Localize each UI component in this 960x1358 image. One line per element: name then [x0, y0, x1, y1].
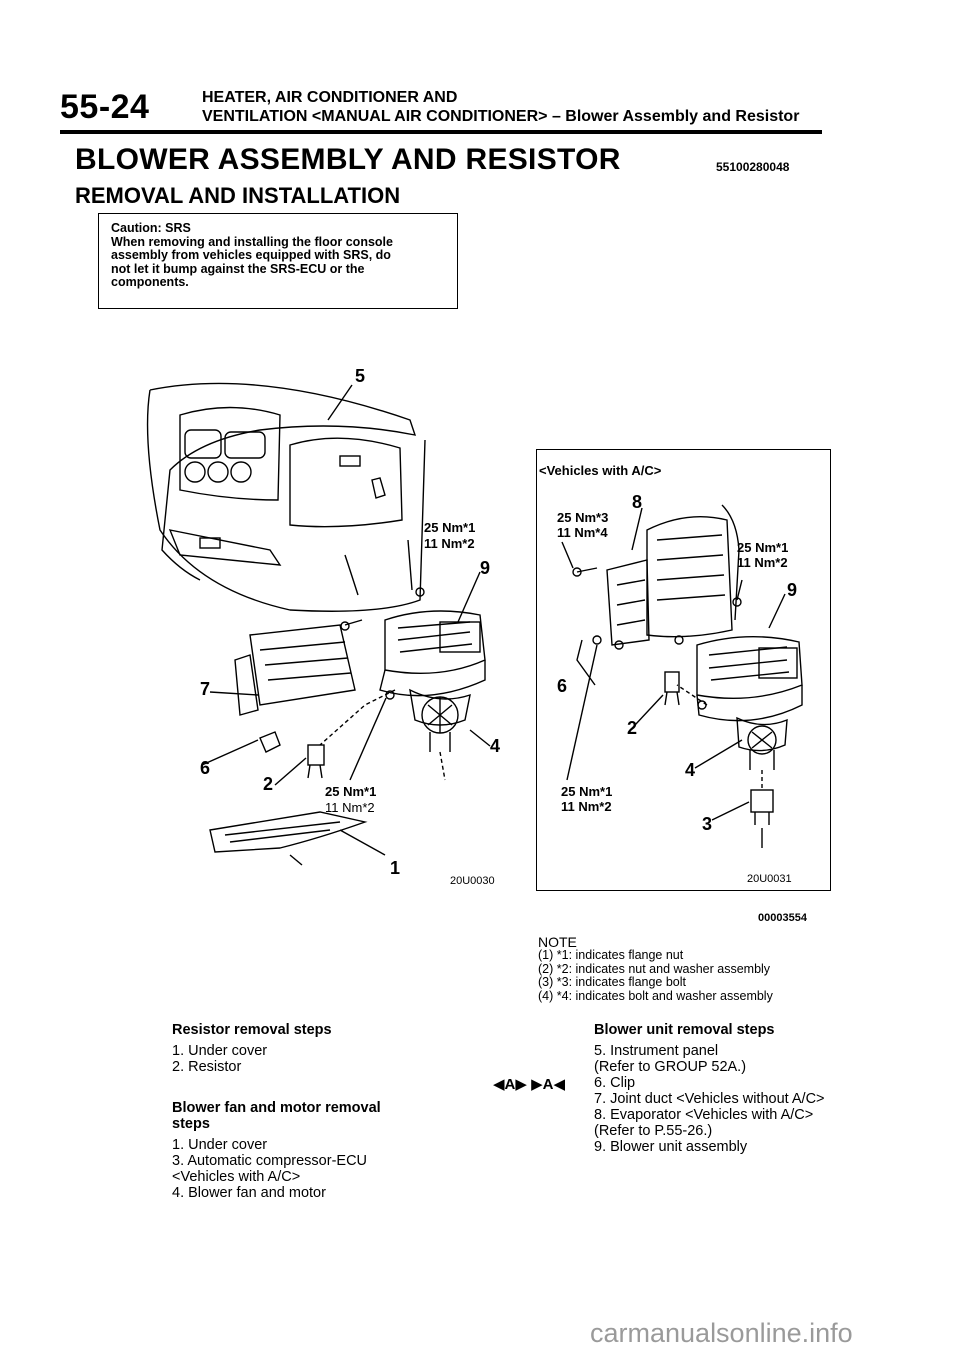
torque-label: 25 Nm*1: [424, 520, 475, 535]
blower-fan-removal-steps: Blower fan and motor removal steps 1. Un…: [172, 1100, 381, 1201]
callout-label: 9: [480, 558, 490, 578]
step-item: (Refer to P.55-26.): [594, 1123, 713, 1139]
caution-box: Caution: SRS When removing and installin…: [98, 213, 458, 309]
step-item: 1. Under cover: [172, 1043, 268, 1059]
callout-label: 5: [355, 366, 365, 386]
step-item: 4. Blower fan and motor: [172, 1185, 326, 1201]
step-item: 2. Resistor: [172, 1059, 242, 1075]
torque-label: 25 Nm*3: [557, 510, 608, 525]
note-item: (3) *3: indicates flange bolt: [538, 975, 687, 990]
note-item: (1) *1: indicates flange nut: [538, 948, 684, 963]
service-point-marker: ◀A▶ ▶A◀: [493, 1076, 565, 1093]
caution-line: Caution: SRS: [111, 221, 191, 235]
step-item: 1. Under cover: [172, 1137, 268, 1153]
callout-label: 7: [200, 679, 210, 699]
callout-label: 6: [557, 676, 567, 696]
step-item: 8. Evaporator <Vehicles with A/C>: [594, 1107, 814, 1123]
page-number: 55-24: [60, 88, 150, 126]
note-item: (2) *2: indicates nut and washer assembl…: [538, 961, 771, 976]
torque-label: 11 Nm*2: [737, 555, 788, 570]
caution-line: components.: [111, 275, 189, 289]
steps-heading: Blower fan and motor removal: [172, 1100, 381, 1116]
callout-label: 2: [263, 774, 273, 794]
step-item: <Vehicles with A/C>: [172, 1169, 301, 1185]
caution-line: not let it bump against the SRS-ECU or t…: [111, 261, 365, 276]
torque-label: 11 Nm*2: [561, 799, 612, 814]
step-item: 3. Automatic compressor-ECU: [172, 1153, 368, 1169]
steps-heading: steps: [172, 1116, 210, 1132]
figure-ref: 00003554: [758, 912, 807, 924]
step-item: 5. Instrument panel: [594, 1043, 719, 1059]
caution-line: assembly from vehicles equipped with SRS…: [111, 248, 391, 262]
document-id: 55100280048: [716, 160, 790, 174]
torque-label: 11 Nm*2: [424, 536, 475, 551]
header-rule: [60, 130, 822, 134]
diagram-ref: 20U0030: [450, 875, 495, 887]
resistor-removal-steps: Resistor removal steps 1. Under cover 2.…: [172, 1022, 332, 1075]
steps-heading: Blower unit removal steps: [594, 1022, 775, 1038]
step-item: (Refer to GROUP 52A.): [594, 1059, 747, 1075]
torque-label: 25 Nm*1: [737, 540, 788, 555]
header-line-2: VENTILATION <MANUAL AIR CONDITIONER> – B…: [202, 108, 800, 125]
header-line-1: HEATER, AIR CONDITIONER AND: [202, 89, 458, 106]
right-diagram-heading: <Vehicles with A/C>: [539, 463, 662, 478]
note-block: NOTE (1) *1: indicates flange nut (2) *2…: [538, 934, 773, 1003]
section-subtitle: REMOVAL AND INSTALLATION: [75, 183, 401, 208]
page-title: BLOWER ASSEMBLY AND RESISTOR: [75, 143, 621, 176]
caution-line: When removing and installing the floor c…: [111, 234, 393, 249]
right-exploded-diagram: <Vehicles with A/C> 8 9 6 2 4 3 25 Nm*3 …: [539, 463, 803, 885]
callout-label: 3: [702, 814, 712, 834]
torque-label: 11 Nm*4: [557, 525, 608, 540]
step-item: 6. Clip: [594, 1075, 636, 1091]
note-item: (4) *4: indicates bolt and washer assemb…: [538, 988, 773, 1003]
watermark: carmanualsonline.info: [590, 1318, 853, 1348]
callout-label: 4: [685, 760, 695, 780]
diagram-ref: 20U0031: [747, 873, 792, 885]
callout-label: 1: [390, 858, 400, 878]
callout-label: 4: [490, 736, 500, 756]
torque-label: 25 Nm*1: [561, 784, 612, 799]
torque-label: 11 Nm*2: [325, 800, 375, 815]
right-diagram-frame: [536, 449, 831, 891]
callout-label: 8: [632, 492, 642, 512]
callout-label: 2: [627, 718, 637, 738]
callout-label: 6: [200, 758, 210, 778]
step-item: 9. Blower unit assembly: [594, 1139, 748, 1155]
step-item: 7. Joint duct <Vehicles without A/C>: [594, 1091, 825, 1107]
left-exploded-diagram: 5 9 7 6 2 4 1 25 Nm*1 11 Nm*2 25 Nm*1 11…: [146, 366, 500, 887]
blower-unit-removal-steps: Blower unit removal steps 5. Instrument …: [594, 1022, 825, 1155]
torque-label: 25 Nm*1: [325, 784, 376, 799]
note-heading: NOTE: [538, 934, 577, 950]
steps-heading: Resistor removal steps: [172, 1022, 332, 1038]
callout-label: 9: [787, 580, 797, 600]
